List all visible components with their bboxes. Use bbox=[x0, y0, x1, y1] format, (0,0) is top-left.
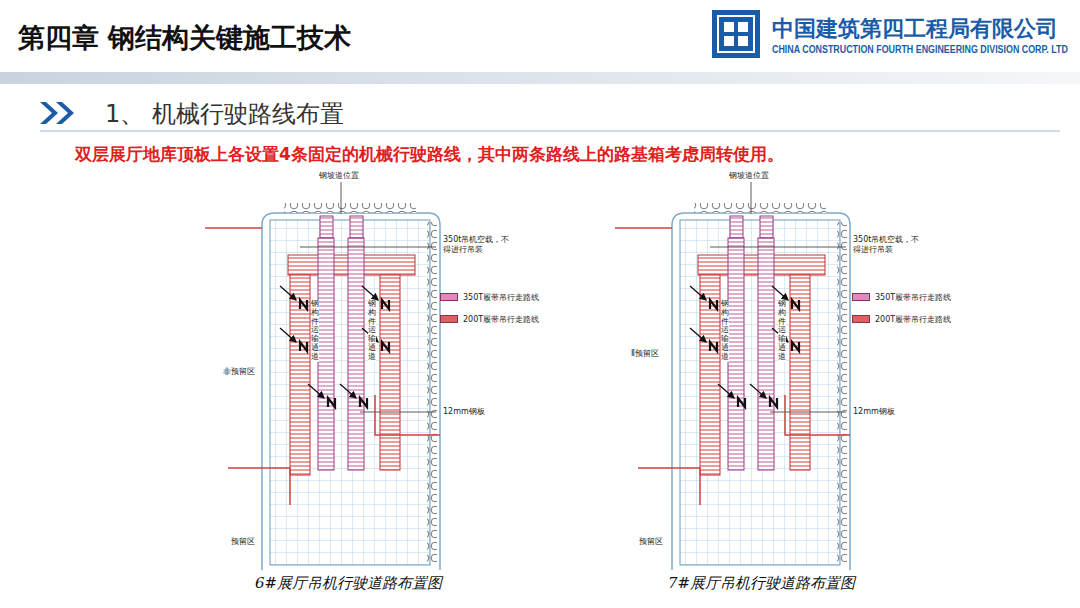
legend-swatch bbox=[440, 315, 458, 323]
slide-title: 第四章 钢结构关键施工技术 bbox=[18, 20, 351, 56]
legend-swatch bbox=[852, 293, 870, 301]
legend-text: 350T履带吊行走路线 bbox=[462, 292, 540, 303]
plate-label: 12mm钢板 bbox=[852, 406, 896, 417]
crane-note: 350t吊机空载，不得进行吊装 bbox=[442, 235, 516, 254]
plate-label: 12mm钢板 bbox=[442, 406, 486, 417]
ramp-label: 钢坡道位置 bbox=[728, 170, 770, 181]
company-name-en: CHINA CONSTRUCTION FOURTH ENGINEERING DI… bbox=[772, 44, 1068, 55]
zone-label: 非预留区 bbox=[222, 366, 256, 377]
figure-caption: 7#展厅吊机行驶道路布置图 bbox=[668, 574, 855, 593]
legend-text: 350T履带吊行走路线 bbox=[874, 292, 952, 303]
channel-label: 钢构件运输通道 bbox=[368, 300, 376, 362]
legend-text: 200T履带吊行走路线 bbox=[874, 314, 952, 325]
zone-label: 预留区 bbox=[230, 536, 256, 547]
legend-swatch bbox=[440, 293, 458, 301]
zone-label: 预留区 bbox=[638, 536, 664, 547]
company-logo bbox=[712, 10, 760, 58]
channel-label: 钢构件运输通道 bbox=[778, 300, 786, 362]
legend-text: 200T履带吊行走路线 bbox=[462, 314, 540, 325]
channel-label: 钢构件运输通道 bbox=[721, 300, 729, 362]
crane-note: 350t吊机空载，不得进行吊装 bbox=[852, 235, 926, 254]
plan-7 bbox=[615, 182, 850, 570]
figure-caption: 6#展厅吊机行驶道路布置图 bbox=[255, 574, 442, 593]
header-band bbox=[0, 72, 1080, 84]
legend-swatch bbox=[852, 315, 870, 323]
company-name: 中国建筑第四工程局有限公司 bbox=[772, 14, 1058, 44]
section-heading: 1、 机械行驶路线布置 bbox=[105, 98, 344, 130]
zone-label: Ⅱ预留区 bbox=[630, 348, 660, 359]
ramp-label: 钢坡道位置 bbox=[318, 170, 360, 181]
channel-label: 钢构件运输通道 bbox=[311, 300, 319, 362]
plan-6 bbox=[205, 182, 440, 570]
highlight-note: 双层展厅地库顶板上各设置4条固定的机械行驶路线，其中两条路线上的路基箱考虑周转使… bbox=[75, 143, 1065, 166]
